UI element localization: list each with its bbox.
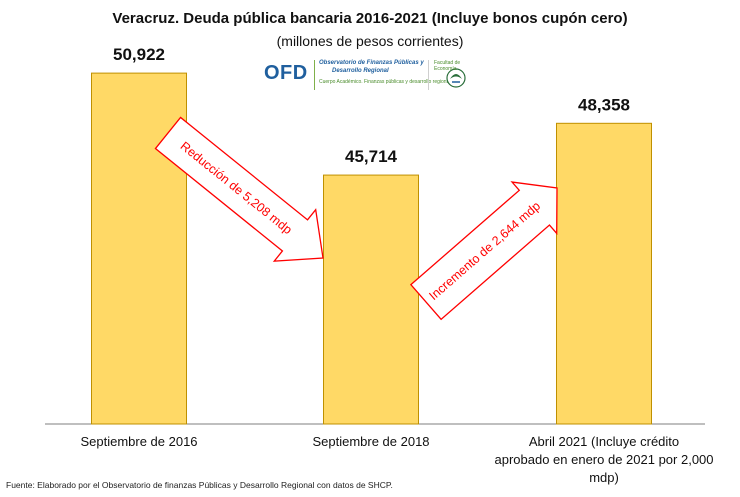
bar-3	[556, 122, 652, 425]
increase-arrow-shape	[409, 181, 558, 321]
value-label-1: 50,922	[113, 45, 165, 64]
logo-divider	[314, 60, 315, 90]
category-label-1-line-1: Septiembre de 2016	[80, 434, 197, 449]
logo-line-1: Observatorio de Finanzas Públicas y	[319, 60, 424, 66]
bar-1	[91, 72, 187, 425]
bar-2	[323, 174, 419, 425]
value-label-3: 48,358	[578, 95, 630, 114]
chart-title: Veracruz. Deuda pública bancaria 2016-20…	[112, 10, 628, 27]
category-label-3-line-1: Abril 2021 (Incluye crédito	[529, 434, 679, 449]
reduction-arrow-label: Reducción de 5,208 mdp	[178, 139, 295, 237]
reduction-arrow-shape	[154, 116, 324, 262]
increase-arrow: Incremento de 2,644 mdp	[409, 181, 558, 321]
category-label-3-line-2: aprobado en enero de 2021 por 2,000	[494, 452, 713, 467]
ofd-logo: OFD Observatorio de Finanzas Públicas y …	[264, 58, 479, 92]
value-label-2: 45,714	[345, 147, 398, 166]
logo-line-4: Facultad de Economía	[434, 60, 461, 72]
chart-subtitle: (millones de pesos corrientes)	[276, 33, 464, 49]
university-seal-icon: Facultad de Economía	[430, 60, 478, 92]
increase-arrow-label: Incremento de 2,644 mdp	[426, 199, 543, 303]
ofd-logo-text: OFD	[264, 62, 308, 84]
category-label-3-line-3: mdp)	[589, 470, 619, 485]
category-label-2-line-1: Septiembre de 2018	[312, 434, 429, 449]
logo-line-2: Desarrollo Regional	[332, 68, 389, 74]
logo-line-3: Cuerpo Académico. Finanzas públicas y de…	[319, 79, 451, 85]
source-note: Fuente: Elaborado por el Observatorio de…	[6, 480, 393, 490]
logo-divider-2	[428, 60, 429, 90]
